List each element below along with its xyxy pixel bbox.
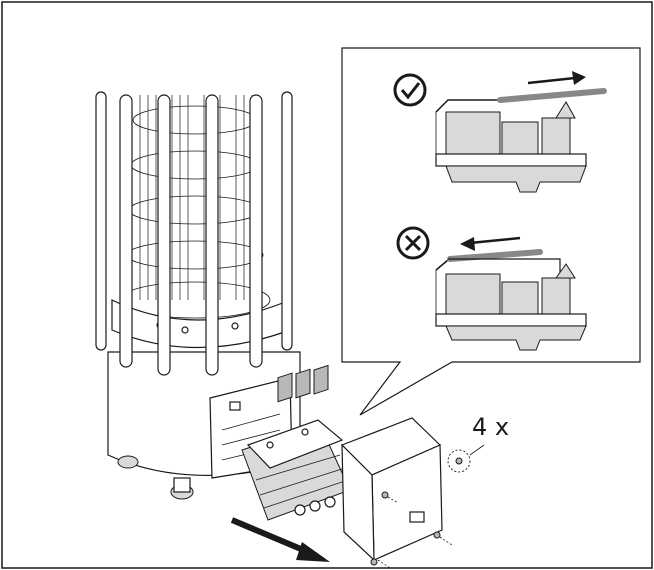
circuit-board [435,153,587,167]
heater-bars [95,91,293,376]
correct-orientation [393,71,607,193]
stone-basket [119,105,271,319]
sauna-heater [95,91,301,500]
screw-count-label: 4 x [472,413,509,441]
circuit-board [435,313,587,327]
check-circle-icon [393,73,427,107]
screw [381,491,389,499]
screw [370,558,378,566]
screw [433,531,441,539]
mounting-rail [445,325,587,351]
arrow-left-icon [460,237,475,251]
x-circle-icon [396,226,430,260]
x-mark [404,234,422,252]
relays [277,364,329,403]
control-unit-plate [246,419,344,469]
screw-icon [455,457,463,465]
heater-base-ring [111,299,291,349]
heater-foot-stem [173,477,191,493]
detail-callout [341,47,641,416]
control-unit [241,364,351,521]
circuit-lines [255,454,349,509]
callout-box [341,47,641,416]
heater-foot [117,455,139,469]
arrow-right-icon [572,71,586,85]
control-unit-cover [340,417,485,569]
screw-callout-circle [447,449,471,473]
incorrect-orientation [396,226,587,351]
check-mark [400,82,421,100]
pull-out-arrow [230,517,330,562]
mounting-rail [445,165,587,193]
cover-label-slot [409,511,425,523]
heater-opening-tab [229,401,241,411]
sensor-rod [497,88,607,103]
sensor-rod [447,249,543,262]
